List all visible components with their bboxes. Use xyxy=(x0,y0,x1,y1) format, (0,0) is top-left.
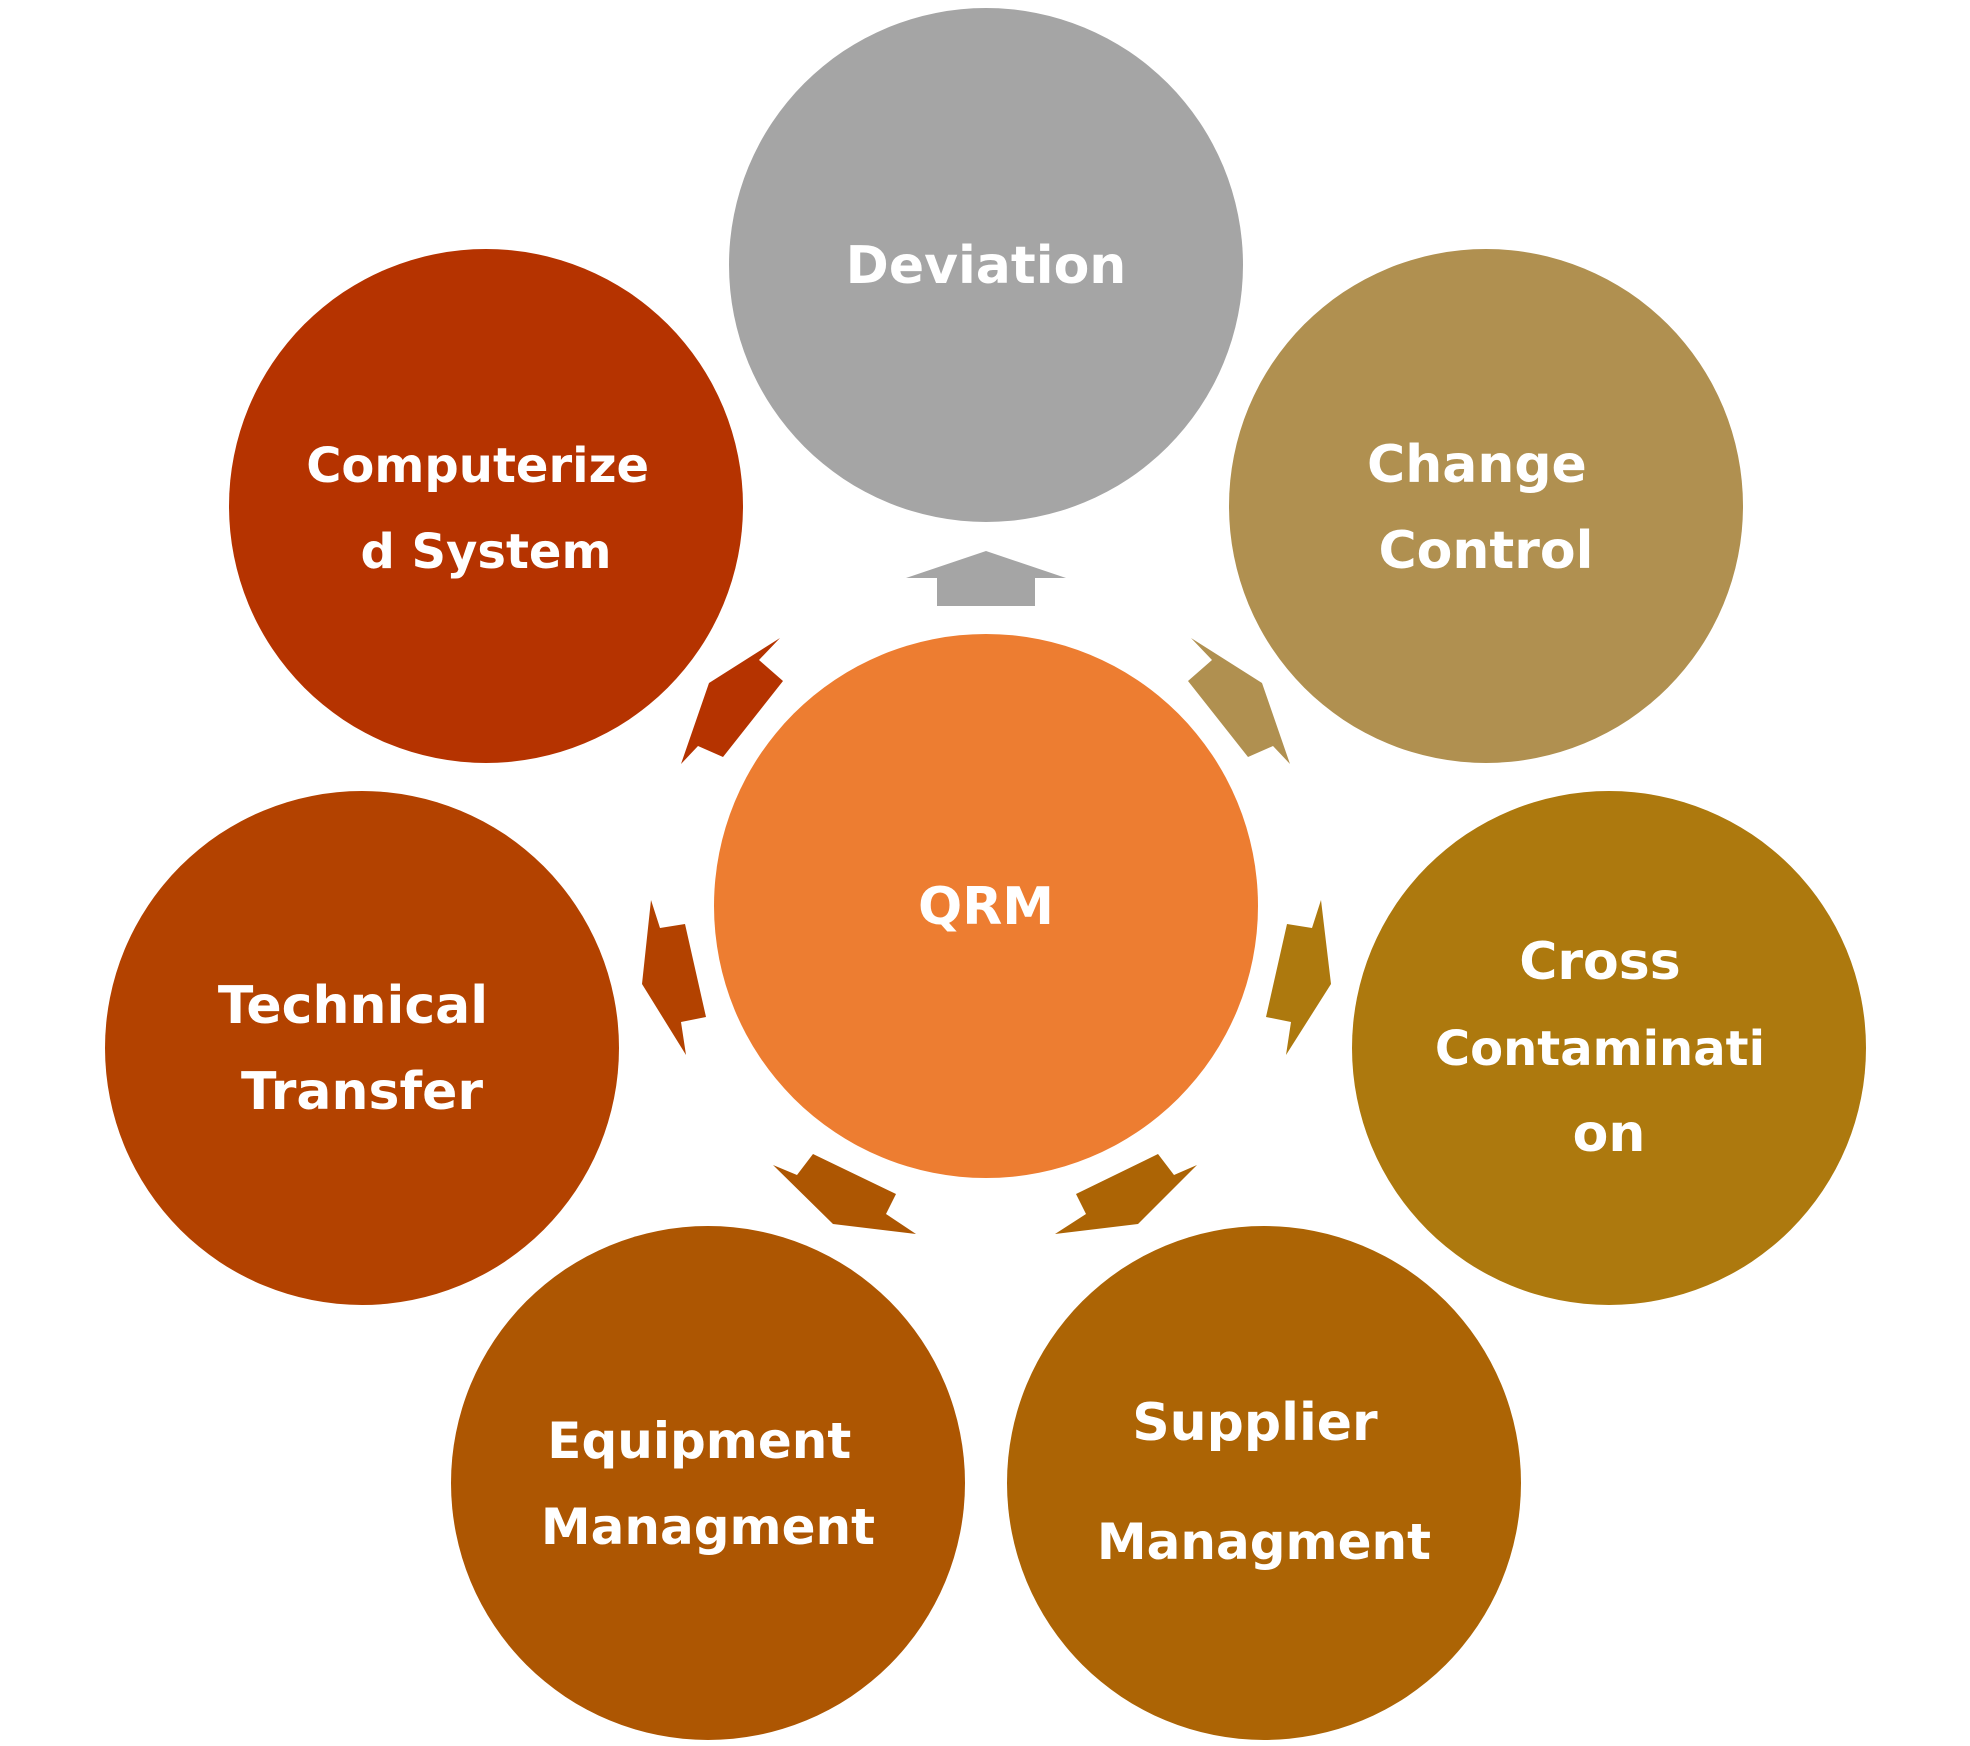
node-technical-transfer-label: Technical Transfer xyxy=(218,976,506,1122)
node-technical-transfer-label-line: Transfer xyxy=(241,1062,483,1122)
node-change-control-circle xyxy=(1229,249,1743,763)
node-technical-transfer-label-line: Technical xyxy=(218,976,488,1036)
arrow-to-computerized-system xyxy=(681,638,783,764)
node-equipment-managment-label: Equipment Managment xyxy=(541,1412,875,1556)
node-computerized-system-circle xyxy=(229,249,743,763)
connector-arrows xyxy=(642,551,1331,1234)
node-supplier-managment-label-line: Supplier xyxy=(1132,1393,1378,1453)
node-equipment-managment-circle xyxy=(451,1226,965,1740)
node-change-control-label: Change Control xyxy=(1367,435,1605,581)
node-computerized-system-label-line: d System xyxy=(360,524,611,580)
node-deviation-label-line: Deviation xyxy=(846,236,1127,296)
node-technical-transfer-circle xyxy=(105,791,619,1305)
node-computerized-system: Computerize d System xyxy=(229,249,743,763)
arrow-to-equipment-managment xyxy=(773,1154,916,1234)
node-cross-contamination-label-line: Cross xyxy=(1519,932,1680,992)
node-change-control-label-line: Control xyxy=(1379,521,1594,581)
center-node-circle xyxy=(714,634,1258,1178)
arrow-to-deviation xyxy=(906,551,1066,606)
node-equipment-managment-label-line: Managment xyxy=(541,1498,875,1556)
node-deviation: Deviation xyxy=(729,8,1243,522)
center-node-qrm: QRM xyxy=(714,634,1258,1178)
arrow-to-change-control xyxy=(1188,638,1290,764)
node-cross-contamination-circle xyxy=(1352,791,1866,1305)
node-cross-contamination: Cross Contaminati on xyxy=(1352,791,1866,1305)
node-supplier-managment: Supplier Managment xyxy=(1007,1226,1521,1740)
arrow-to-cross-contamination xyxy=(1266,900,1331,1055)
node-technical-transfer: Technical Transfer xyxy=(105,791,619,1305)
node-supplier-managment-circle xyxy=(1007,1226,1521,1740)
node-computerized-system-label: Computerize d System xyxy=(306,438,666,580)
center-node-label-line: QRM xyxy=(918,877,1054,937)
node-supplier-managment-label-line: Managment xyxy=(1097,1513,1431,1571)
node-equipment-managment: Equipment Managment xyxy=(451,1226,965,1740)
node-change-control: Change Control xyxy=(1229,249,1743,763)
node-change-control-label-line: Change xyxy=(1367,435,1587,495)
node-deviation-circle xyxy=(729,8,1243,522)
node-equipment-managment-label-line: Equipment xyxy=(547,1412,851,1470)
arrow-to-supplier-managment xyxy=(1055,1154,1197,1234)
center-node-label: QRM xyxy=(918,877,1054,937)
node-cross-contamination-label-line: Contaminati xyxy=(1435,1021,1765,1077)
node-cross-contamination-label: Cross Contaminati on xyxy=(1435,932,1783,1164)
node-supplier-managment-label: Supplier Managment xyxy=(1097,1393,1431,1571)
node-computerized-system-label-line: Computerize xyxy=(306,438,649,494)
node-cross-contamination-label-line: on xyxy=(1573,1104,1646,1164)
arrow-to-technical-transfer xyxy=(642,900,706,1055)
node-deviation-label: Deviation xyxy=(846,236,1127,296)
